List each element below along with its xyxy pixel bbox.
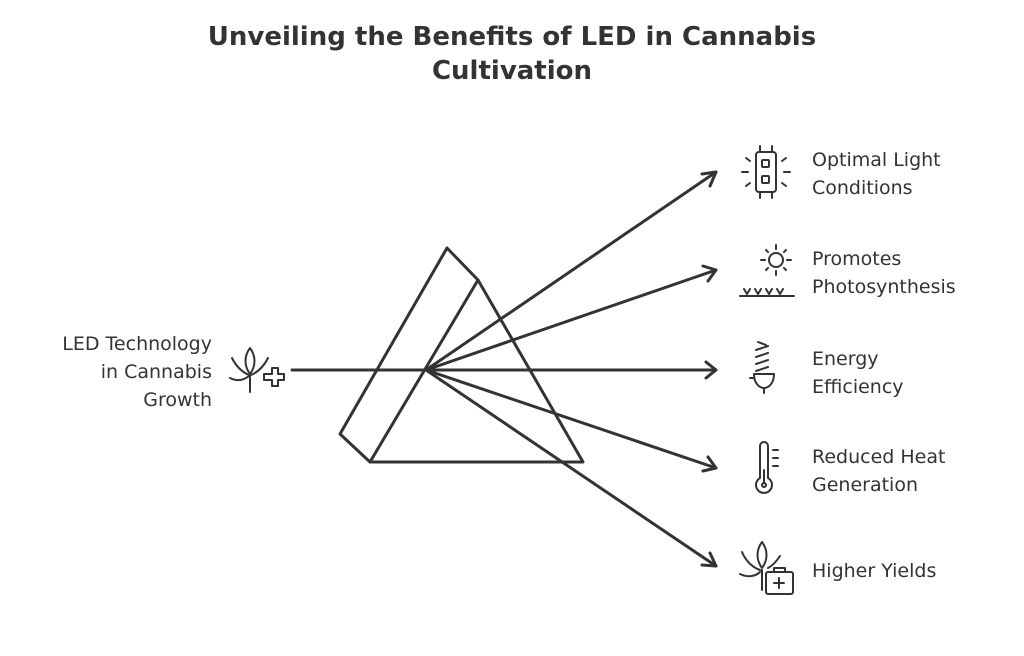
sun-grass-icon	[739, 244, 795, 297]
label-line: Higher Yields	[812, 560, 937, 582]
ray-5	[424, 368, 718, 568]
input-label-line: Growth	[143, 389, 212, 411]
ray-3	[424, 360, 718, 380]
input-label-line: LED Technology	[62, 333, 212, 355]
label-line: Conditions	[812, 177, 913, 199]
label-line: Efficiency	[812, 376, 904, 398]
label-line: Energy	[812, 348, 879, 370]
led-chip-icon	[741, 145, 791, 199]
ray-4	[424, 368, 718, 473]
ray-2	[424, 264, 718, 372]
cannabis-plus-icon	[229, 347, 285, 393]
input-label: LED Technology in Cannabis Growth	[62, 330, 212, 414]
output-label-energy: Energy Efficiency	[812, 345, 904, 401]
title-line-2: Cultivation	[431, 56, 593, 86]
title-line-1: Unveiling the Benefits of LED in Cannabi…	[207, 22, 817, 52]
output-label-heat: Reduced Heat Generation	[812, 443, 945, 499]
diagram-title: Unveiling the Benefits of LED in Cannabi…	[0, 20, 1024, 88]
prism	[338, 246, 585, 464]
label-line: Generation	[812, 474, 918, 496]
cfl-bulb-icon	[749, 341, 775, 394]
output-label-photosynthesis: Promotes Photosynthesis	[812, 245, 956, 301]
cannabis-medkit-icon	[739, 541, 794, 595]
label-line: Promotes	[812, 248, 902, 270]
label-line: Reduced Heat	[812, 446, 946, 468]
thermometer-icon	[755, 441, 779, 494]
ray-1	[424, 170, 718, 372]
output-label-optimal-light: Optimal Light Conditions	[812, 146, 941, 202]
label-line: Optimal Light	[812, 149, 941, 171]
output-label-yields: Higher Yields	[812, 557, 936, 585]
input-label-line: in Cannabis	[100, 361, 212, 383]
label-line: Photosynthesis	[812, 276, 956, 298]
output-rays	[424, 170, 718, 568]
